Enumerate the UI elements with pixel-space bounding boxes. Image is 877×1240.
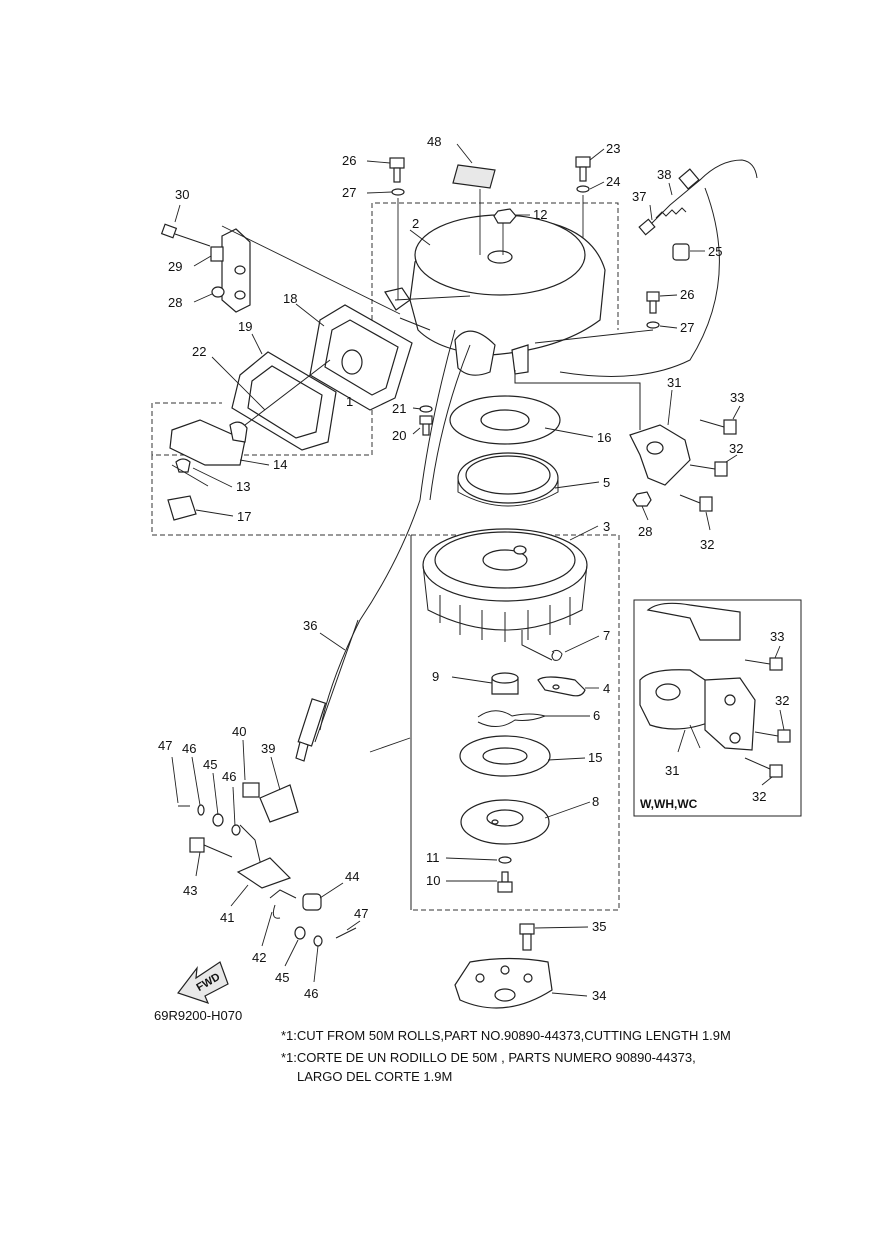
callout-13: 13 (236, 479, 250, 494)
callout-42: 42 (252, 950, 266, 965)
callout-45: 45 (203, 757, 217, 772)
callout-10: 10 (426, 873, 440, 888)
inset-callout-33: 33 (770, 629, 784, 644)
bolt-26-top (389, 157, 405, 300)
callout-46-mid: 46 (222, 769, 236, 784)
callout-44: 44 (345, 869, 359, 884)
footnote-line-3: LARGO DEL CORTE 1.9M (297, 1069, 453, 1084)
callout-37: 37 (632, 189, 646, 204)
callout-25: 25 (708, 244, 722, 259)
callout-14: 14 (273, 457, 287, 472)
drive-plate-8 (460, 799, 550, 845)
callout-24: 24 (606, 174, 620, 189)
starter-rope (429, 344, 471, 501)
callout-18: 18 (283, 291, 297, 306)
handle-housing-18 (309, 304, 413, 411)
inset-callout-32b: 32 (752, 789, 766, 804)
callout-29: 29 (168, 259, 182, 274)
callout-28: 28 (168, 295, 182, 310)
callout-27-right: 27 (680, 320, 694, 335)
starter-cable (319, 329, 456, 731)
callout-36: 36 (303, 618, 317, 633)
callout-46: 46 (182, 741, 196, 756)
decal-plate (452, 164, 496, 189)
nut-12 (493, 208, 517, 255)
callout-45-lower: 45 (275, 970, 289, 985)
callout-32: 32 (729, 441, 743, 456)
handle-cover-19 (231, 351, 337, 451)
drawing-code: 69R9200-H070 (154, 1008, 243, 1023)
inset-variant-box (633, 599, 802, 817)
callout-19: 19 (238, 319, 252, 334)
callout-1: 1 (346, 394, 353, 409)
callout-22: 22 (192, 344, 206, 359)
plate-16 (449, 395, 561, 445)
callout-43: 43 (183, 883, 197, 898)
callout-12: 12 (533, 207, 547, 222)
callout-17: 17 (237, 509, 251, 524)
callout-34: 34 (592, 988, 606, 1003)
bolt-20-21 (419, 405, 433, 436)
bolt-10-washer-11 (497, 856, 513, 893)
callout-30: 30 (175, 187, 189, 202)
inset-callout-31: 31 (665, 763, 679, 778)
callout-32-lower: 32 (700, 537, 714, 552)
callout-5: 5 (603, 475, 610, 490)
bracket-29 (160, 223, 401, 315)
fwd-arrow-icon: FWD (177, 961, 229, 1004)
callout-20: 20 (392, 428, 406, 443)
spring-5 (457, 452, 559, 507)
footnote-line-2: *1:CORTE DE UN RODILLO DE 50M , PARTS NU… (281, 1050, 696, 1065)
callout-labels: 1 2 3 4 5 6 7 8 9 10 11 12 13 14 15 16 1… (158, 134, 789, 1003)
callout-6: 6 (593, 708, 600, 723)
callout-46-lower: 46 (304, 986, 318, 1001)
callout-48: 48 (427, 134, 441, 149)
callout-31: 31 (667, 375, 681, 390)
callout-15: 15 (588, 750, 602, 765)
callout-35: 35 (592, 919, 606, 934)
callout-7: 7 (603, 628, 610, 643)
starter-housing (384, 214, 606, 376)
pulley-34 (454, 923, 553, 1009)
starter-handle (167, 359, 331, 521)
callout-2: 2 (412, 216, 419, 231)
callout-4: 4 (603, 681, 610, 696)
inset-variant-label: W,WH,WC (640, 797, 698, 811)
callout-23: 23 (606, 141, 620, 156)
callout-8: 8 (592, 794, 599, 809)
callout-21: 21 (392, 401, 406, 416)
callout-16: 16 (597, 430, 611, 445)
callout-28-right: 28 (638, 524, 652, 539)
inset-callout-32a: 32 (775, 693, 789, 708)
callout-11: 11 (426, 850, 440, 865)
callout-9: 9 (432, 669, 439, 684)
callout-39: 39 (261, 741, 275, 756)
footnote-line-1: *1:CUT FROM 50M ROLLS,PART NO.90890-4437… (281, 1028, 731, 1043)
callout-41: 41 (220, 910, 234, 925)
bolt-23 (575, 156, 591, 238)
sheave-drum-3 (422, 528, 588, 642)
pawl-assembly (477, 630, 586, 727)
throttle-linkage (178, 619, 359, 947)
bracket-31 (514, 370, 737, 512)
callout-3: 3 (603, 519, 610, 534)
grommet-25 (672, 243, 690, 261)
callout-38: 38 (657, 167, 671, 182)
callout-27: 27 (342, 185, 356, 200)
cable-fitting-top-right (559, 159, 758, 377)
callout-47: 47 (158, 738, 172, 753)
callout-40: 40 (232, 724, 246, 739)
plate-15 (459, 735, 551, 777)
callout-26: 26 (342, 153, 356, 168)
callout-47-lower: 47 (354, 906, 368, 921)
bolt-26-right (534, 291, 660, 344)
leader-lines (171, 143, 785, 997)
callout-26-right: 26 (680, 287, 694, 302)
callout-33: 33 (730, 390, 744, 405)
